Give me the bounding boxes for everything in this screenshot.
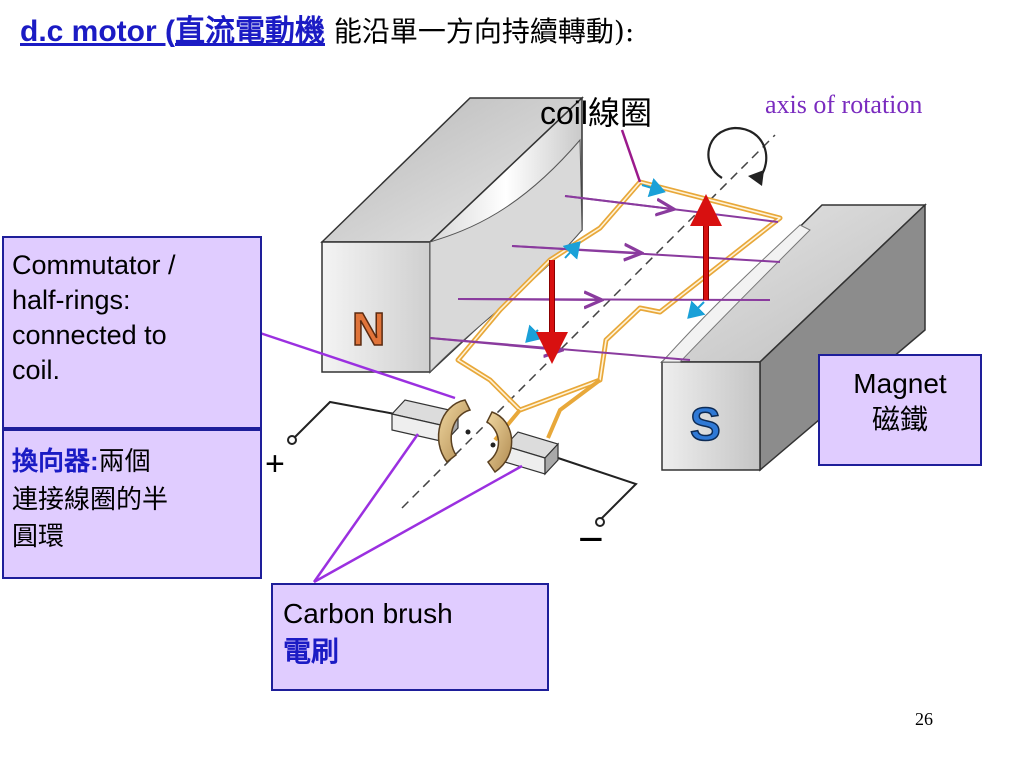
force-arrows <box>536 194 722 364</box>
carbon-brush-label-box: Carbon brush 電刷 <box>271 583 549 691</box>
commutator-chinese-term: 換向器: <box>12 446 99 476</box>
commutator-line: Commutator / <box>12 250 176 280</box>
axis-of-rotation-label: axis of rotation <box>765 90 923 119</box>
magnet-label-box: Magnet 磁鐵 <box>818 354 982 466</box>
positive-terminal <box>287 435 297 445</box>
commutator-line: half-rings: <box>12 285 131 316</box>
commutator-english-box: Commutator / half-rings: connected to co… <box>2 236 262 429</box>
positive-sign: + <box>265 445 285 483</box>
rotation-direction-icon <box>707 126 768 186</box>
negative-sign: − <box>578 515 604 564</box>
commutator-half-rings <box>437 399 513 474</box>
commutator-chinese-text: 換向器:兩個 連接線圈的半 圓環 <box>12 443 168 556</box>
magnet-label-text: Magnet 磁鐵 <box>820 366 980 439</box>
carbon-brush-right <box>503 431 560 476</box>
north-pole-label: N <box>352 303 385 355</box>
coil-label: coil線圈 <box>540 95 653 131</box>
north-magnet: N <box>320 96 584 374</box>
title-english: d.c motor ( <box>20 15 175 48</box>
carbon-brush-english: Carbon brush <box>283 598 453 629</box>
south-pole-label: S <box>690 398 721 450</box>
commutator-line: coil. <box>12 355 61 386</box>
slide-title: d.c motor (直流電動機 能沿單一方向持續轉動): <box>20 6 634 50</box>
south-magnet: S <box>660 203 927 472</box>
page-number: 26 <box>915 709 933 729</box>
title-chinese-term: 直流電動機 <box>175 15 325 48</box>
commutator-chinese-desc-2: 連接線圈的半 <box>12 483 169 514</box>
carbon-brush-chinese: 電刷 <box>283 635 340 667</box>
title-chinese-description: 能沿單一方向持續轉動): <box>325 15 635 48</box>
commutator-english-text: Commutator / half-rings: connected to co… <box>12 248 176 388</box>
current-direction-arrows <box>525 177 706 343</box>
magnet-chinese: 磁鐵 <box>871 404 928 436</box>
magnetic-field-lines <box>429 195 781 361</box>
commutator-chinese-box: 換向器:兩個 連接線圈的半 圓環 <box>2 429 262 579</box>
negative-terminal <box>595 517 605 527</box>
carbon-brush-label-text: Carbon brush 電刷 <box>283 595 453 671</box>
commutator-chinese-desc-1: 兩個 <box>98 446 151 476</box>
commutator-line: connected to <box>12 320 167 351</box>
coil-pointer <box>620 129 642 183</box>
magnet-english: Magnet <box>853 368 947 399</box>
circuit-wires <box>291 400 638 521</box>
commutator-chinese-desc-3: 圓環 <box>12 521 65 552</box>
label-pointer-lines <box>259 331 523 584</box>
